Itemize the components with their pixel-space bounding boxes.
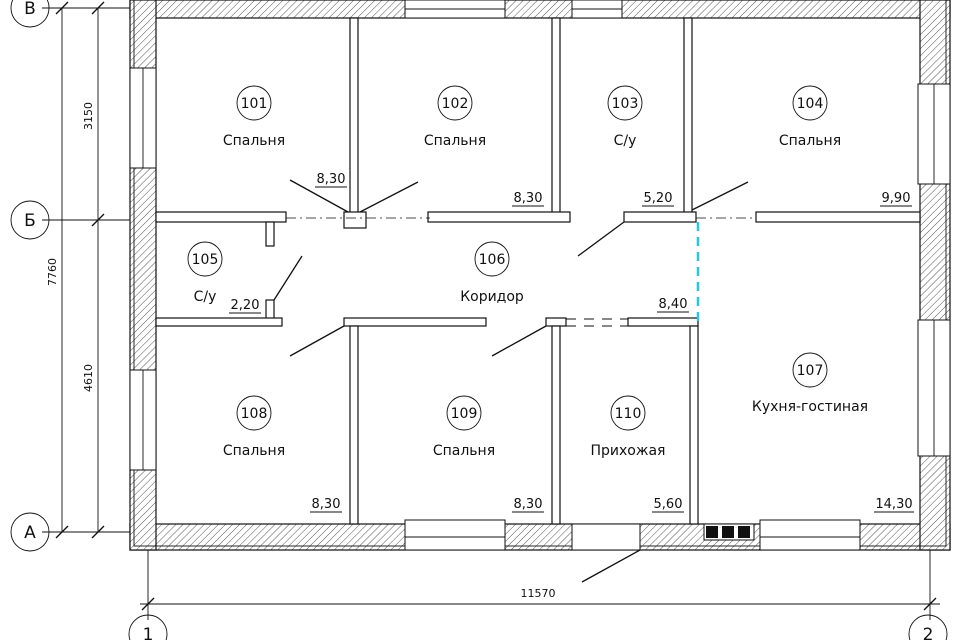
- vent-ducts: [703, 523, 755, 541]
- room-108: 108 Спальня 8,30: [223, 395, 342, 513]
- room-109: 109 Спальня 8,30: [433, 395, 544, 513]
- room-area: 5,60: [654, 497, 683, 512]
- room-name: Спальня: [223, 133, 285, 149]
- axis-2-label: 2: [923, 625, 934, 640]
- windows: [129, 0, 951, 551]
- room-104: 104 Спальня 9,90: [779, 85, 912, 207]
- axis-1-label: 1: [143, 625, 154, 640]
- room-area: 8,40: [659, 297, 688, 312]
- room-name: Коридор: [460, 289, 524, 305]
- room-110: 110 Прихожая 5,60: [591, 395, 684, 513]
- room-name: Спальня: [223, 443, 285, 459]
- room-number: 106: [479, 252, 506, 268]
- room-area: 2,20: [231, 298, 260, 313]
- doors: [273, 179, 756, 583]
- room-105: 105 С/у 2,20: [187, 241, 261, 314]
- room-102: 102 Спальня 8,30: [424, 85, 544, 207]
- room-number: 110: [615, 406, 642, 422]
- axis-a-label: А: [24, 523, 36, 543]
- dimension-total-width: 11570: [521, 587, 556, 600]
- exterior-walls: [129, 0, 951, 551]
- room-name: Спальня: [779, 133, 841, 149]
- room-number: 101: [241, 96, 268, 112]
- room-number: 104: [797, 96, 824, 112]
- room-name: Прихожая: [591, 443, 666, 459]
- room-number: 105: [192, 252, 219, 268]
- room-number: 108: [241, 406, 268, 422]
- dimension-total-height: 7760: [46, 258, 59, 286]
- room-name: Спальня: [433, 443, 495, 459]
- room-107: 107 Кухня-гостиная 14,30: [752, 352, 914, 513]
- room-number: 109: [451, 406, 478, 422]
- room-name: Кухня-гостиная: [752, 399, 868, 415]
- room-area: 8,30: [514, 191, 543, 206]
- horizontal-dimension: 11570: [140, 550, 940, 620]
- room-area: 5,20: [644, 191, 673, 206]
- room-101: 101 Спальня 8,30: [223, 85, 347, 188]
- axis-b-label: Б: [24, 211, 36, 231]
- axis-v-label: В: [24, 0, 36, 19]
- room-name: С/у: [614, 133, 637, 149]
- vertical-dimensions: 3150 4610 7760: [42, 1, 130, 539]
- room-103: 103 С/у 5,20: [607, 85, 674, 207]
- room-area: 8,30: [312, 497, 341, 512]
- room-number: 102: [442, 96, 469, 112]
- room-area: 8,30: [514, 497, 543, 512]
- room-name: Спальня: [424, 133, 486, 149]
- room-area: 8,30: [317, 172, 346, 187]
- interior-walls: [155, 17, 921, 525]
- room-number: 103: [612, 96, 639, 112]
- axis-markers: В Б А 1 2: [10, 0, 948, 640]
- room-area: 14,30: [875, 497, 912, 512]
- room-name: С/у: [194, 289, 217, 305]
- room-number: 107: [797, 363, 824, 379]
- room-106: 106 Коридор 8,40: [460, 241, 689, 313]
- dimension-bottom-span: 4610: [82, 364, 95, 392]
- room-area: 9,90: [882, 191, 911, 206]
- dimension-top-span: 3150: [82, 102, 95, 130]
